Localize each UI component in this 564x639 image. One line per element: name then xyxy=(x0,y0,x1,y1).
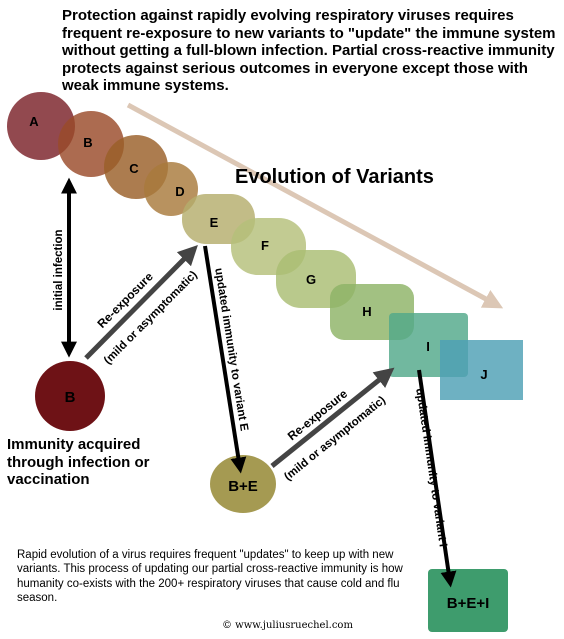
updated-immunity-e-arrow xyxy=(203,245,247,474)
variant-sequence xyxy=(7,92,523,400)
variant-e-label: E xyxy=(210,215,219,230)
variant-d-label: D xyxy=(175,184,184,199)
diagram-title: Evolution of Variants xyxy=(235,166,434,188)
footer-text: Rapid evolution of a virus requires freq… xyxy=(17,549,403,605)
variant-b-label: B xyxy=(83,135,92,150)
credit-text: © www.juliusruechel.com xyxy=(222,620,353,631)
variant-h-label: H xyxy=(362,304,371,319)
reexposure-arrow-1 xyxy=(84,245,198,360)
variant-j-shape xyxy=(440,340,523,400)
variant-d-shape xyxy=(144,162,198,216)
initial-infection-label: initial infection xyxy=(53,229,65,310)
immunity-caption: Immunity acquired through infection or v… xyxy=(7,436,150,488)
intro-text: Protection against rapidly evolving resp… xyxy=(62,7,556,94)
variant-a-label: A xyxy=(29,114,39,129)
variant-a-shape xyxy=(7,92,75,160)
immunity-b-node xyxy=(35,361,105,431)
reexposure-arrow-2 xyxy=(270,367,395,468)
immunity-be-label: B+E xyxy=(228,478,258,495)
immunity-bei-label: B+E+I xyxy=(447,595,490,612)
immunity-be-node xyxy=(210,455,276,513)
immunity-b-label: B xyxy=(65,389,76,406)
updated-immunity-i-arrow xyxy=(417,369,457,588)
variant-c-label: C xyxy=(129,161,139,176)
variant-i-label: I xyxy=(426,339,430,354)
variant-j-label: J xyxy=(480,367,487,382)
variant-trend-arrow xyxy=(126,102,504,309)
variant-g-label: G xyxy=(306,272,316,287)
variant-f-label: F xyxy=(261,238,269,253)
updated-immunity-i-label: updated immunity to variant I xyxy=(413,387,449,547)
